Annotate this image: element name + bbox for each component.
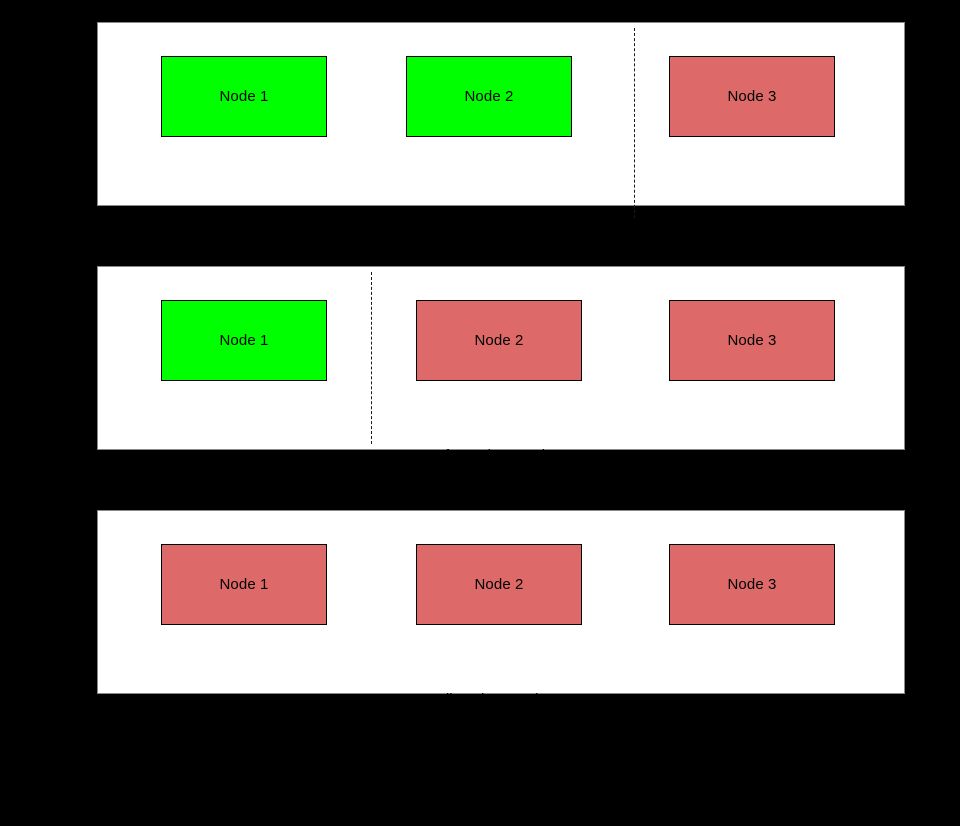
- caption-line-1: All Nodes are down: [435, 691, 567, 708]
- node-box-3[interactable]: Node 3: [669, 300, 835, 381]
- caption-line-2: Majority Fails & Cluster Stops: [402, 760, 600, 777]
- quorum-divider: [634, 28, 635, 218]
- node-label: Node 3: [727, 88, 777, 105]
- node-label: Node 2: [464, 88, 514, 105]
- node-label: Node 1: [219, 576, 269, 593]
- node-label: Node 3: [727, 576, 777, 593]
- node-box-2[interactable]: Node 2: [416, 300, 582, 381]
- diagram-canvas: Node 1 Node 2 Node 3 Two out of 3 nodes …: [97, 22, 905, 777]
- node-box-1[interactable]: Node 1: [161, 544, 327, 625]
- panel-two-up: Node 1 Node 2 Node 3 Two out of 3 nodes …: [97, 22, 905, 305]
- panel-all-down: Node 1 Node 2 Node 3 All Nodes are down …: [97, 510, 905, 777]
- node-label: Node 2: [474, 576, 524, 593]
- node-box-1[interactable]: Node 1: [161, 300, 327, 381]
- node-label: Node 1: [219, 332, 269, 349]
- node-label: Node 2: [474, 332, 524, 349]
- node-box-3[interactable]: Node 3: [669, 56, 835, 137]
- node-label: Node 1: [219, 88, 269, 105]
- panel-two-down: Node 1 Node 2 Node 3 Two out of 3 nodes …: [97, 266, 905, 533]
- node-label: Node 3: [727, 332, 777, 349]
- quorum-divider: [371, 272, 372, 444]
- node-box-2[interactable]: Node 2: [406, 56, 572, 137]
- caption-line-1: Two out of 3 nodes are up: [414, 219, 588, 236]
- panel-caption: All Nodes are down Majority Fails & Clus…: [261, 642, 741, 826]
- node-box-3[interactable]: Node 3: [669, 544, 835, 625]
- node-box-2[interactable]: Node 2: [416, 544, 582, 625]
- node-box-1[interactable]: Node 1: [161, 56, 327, 137]
- caption-line-1: Two out of 3 nodes are down: [380, 447, 573, 464]
